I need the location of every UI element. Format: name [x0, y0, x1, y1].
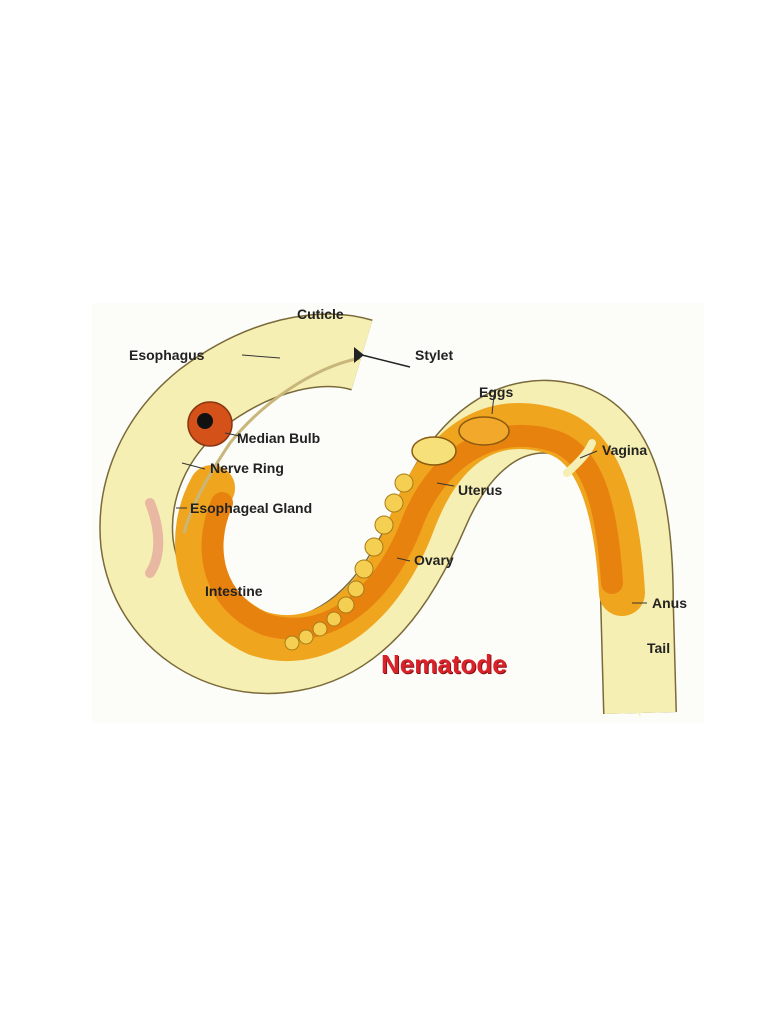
label-vagina: Vagina	[602, 442, 648, 458]
label-leader-lines	[176, 354, 647, 604]
nematode-intestine	[201, 424, 623, 640]
label-stylet: Stylet	[415, 347, 454, 363]
label-nerve-ring: Nerve Ring	[210, 460, 284, 476]
nematode-median-bulb-core	[197, 413, 213, 429]
label-uterus: Uterus	[458, 482, 503, 498]
label-esophageal-gland: Esophageal Gland	[190, 500, 313, 516]
diagram-title: Nematode	[381, 649, 507, 679]
label-esophagus: Esophagus	[129, 347, 205, 363]
nematode-illustration	[99, 313, 677, 718]
nematode-stylet	[361, 354, 411, 368]
nematode-esophagus	[182, 356, 361, 534]
nematode-ovary	[284, 473, 414, 651]
nematode-egg	[458, 416, 510, 446]
nematode-vagina	[563, 439, 596, 477]
label-eggs: Eggs	[479, 384, 514, 400]
label-anus: Anus	[652, 595, 687, 611]
diagram-panel: Cuticle Esophagus Stylet Eggs Median Bul…	[92, 303, 704, 723]
label-intestine: Intestine	[205, 583, 263, 599]
label-median-bulb: Median Bulb	[237, 430, 321, 446]
label-tail: Tail	[647, 640, 671, 656]
label-ovary: Ovary	[414, 552, 454, 568]
nematode-esophageal-gland	[145, 498, 164, 578]
nematode-egg	[411, 436, 457, 466]
nematode-tail-tip	[617, 633, 652, 718]
nematode-head-tip	[354, 347, 364, 363]
label-cuticle: Cuticle	[297, 306, 344, 322]
